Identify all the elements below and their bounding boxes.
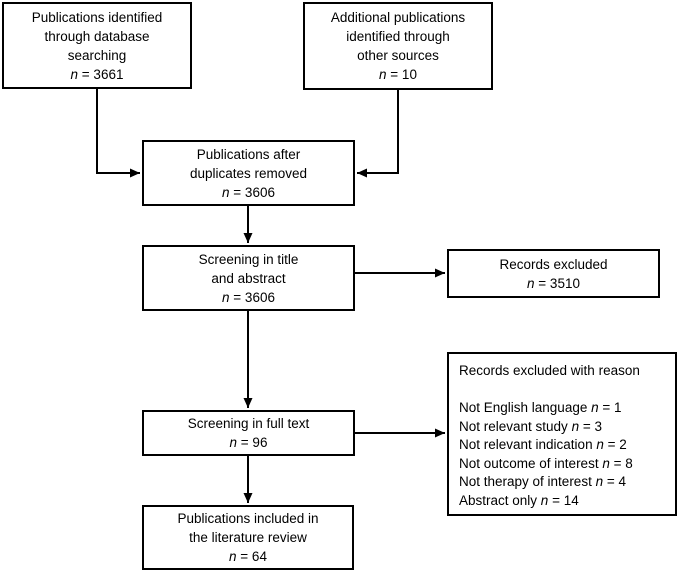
box-title-abstract-screening: Screening in title and abstract n = 3606 [142,245,355,311]
n-count: n = 3510 [527,275,580,291]
box-database-searching: Publications identified through database… [2,2,192,89]
excluded-reason-item: Not therapy of interest n = 4 [459,474,626,489]
box-line: Screening in title [198,251,299,267]
box-line: searching [67,47,127,63]
box-line: identified through [346,29,450,44]
box-other-sources: Additional publications identified throu… [303,2,493,90]
box-line: the literature review [189,530,307,545]
n-count: n = 96 [229,435,268,450]
box-line: Records excluded [499,256,608,272]
box-line: through database [44,28,150,44]
n-count: n = 3606 [222,289,275,305]
box-records-excluded: Records excluded n = 3510 [447,249,660,298]
box-line: other sources [357,48,439,63]
box-included-in-review: Publications included in the literature … [142,505,354,570]
n-count: n = 3661 [70,66,124,82]
box-line: duplicates removed [189,165,308,181]
box-line: Additional publications [330,10,466,25]
box-line: and abstract [211,270,286,286]
n-count: n = 10 [379,67,417,82]
box-line: Publications after [196,146,301,162]
box-line: Screening in full text [187,416,310,431]
n-count: n = 3606 [222,184,275,200]
excluded-reason-item: Not English language n = 1 [459,400,622,415]
box-full-text-screening: Screening in full text n = 96 [142,410,355,456]
excluded-reason-item: Not relevant indication n = 2 [459,437,627,452]
excluded-reason-item: Not outcome of interest n = 8 [459,455,633,471]
box-excluded-reasons: Records excluded with reason Not English… [447,352,677,516]
excluded-reasons-heading: Records excluded with reason [459,363,640,378]
box-duplicates-removed: Publications after duplicates removed n … [142,140,355,206]
box-line: Publications included in [177,511,319,526]
excluded-reason-item: Abstract only n = 14 [459,492,579,508]
arrow-other-sources-to-duplicates [357,90,399,178]
excluded-reason-item: Not relevant study n = 3 [459,418,602,434]
arrow-database-to-duplicates [96,89,140,178]
n-count: n = 64 [229,549,267,564]
box-line: Publications identified [31,9,163,25]
